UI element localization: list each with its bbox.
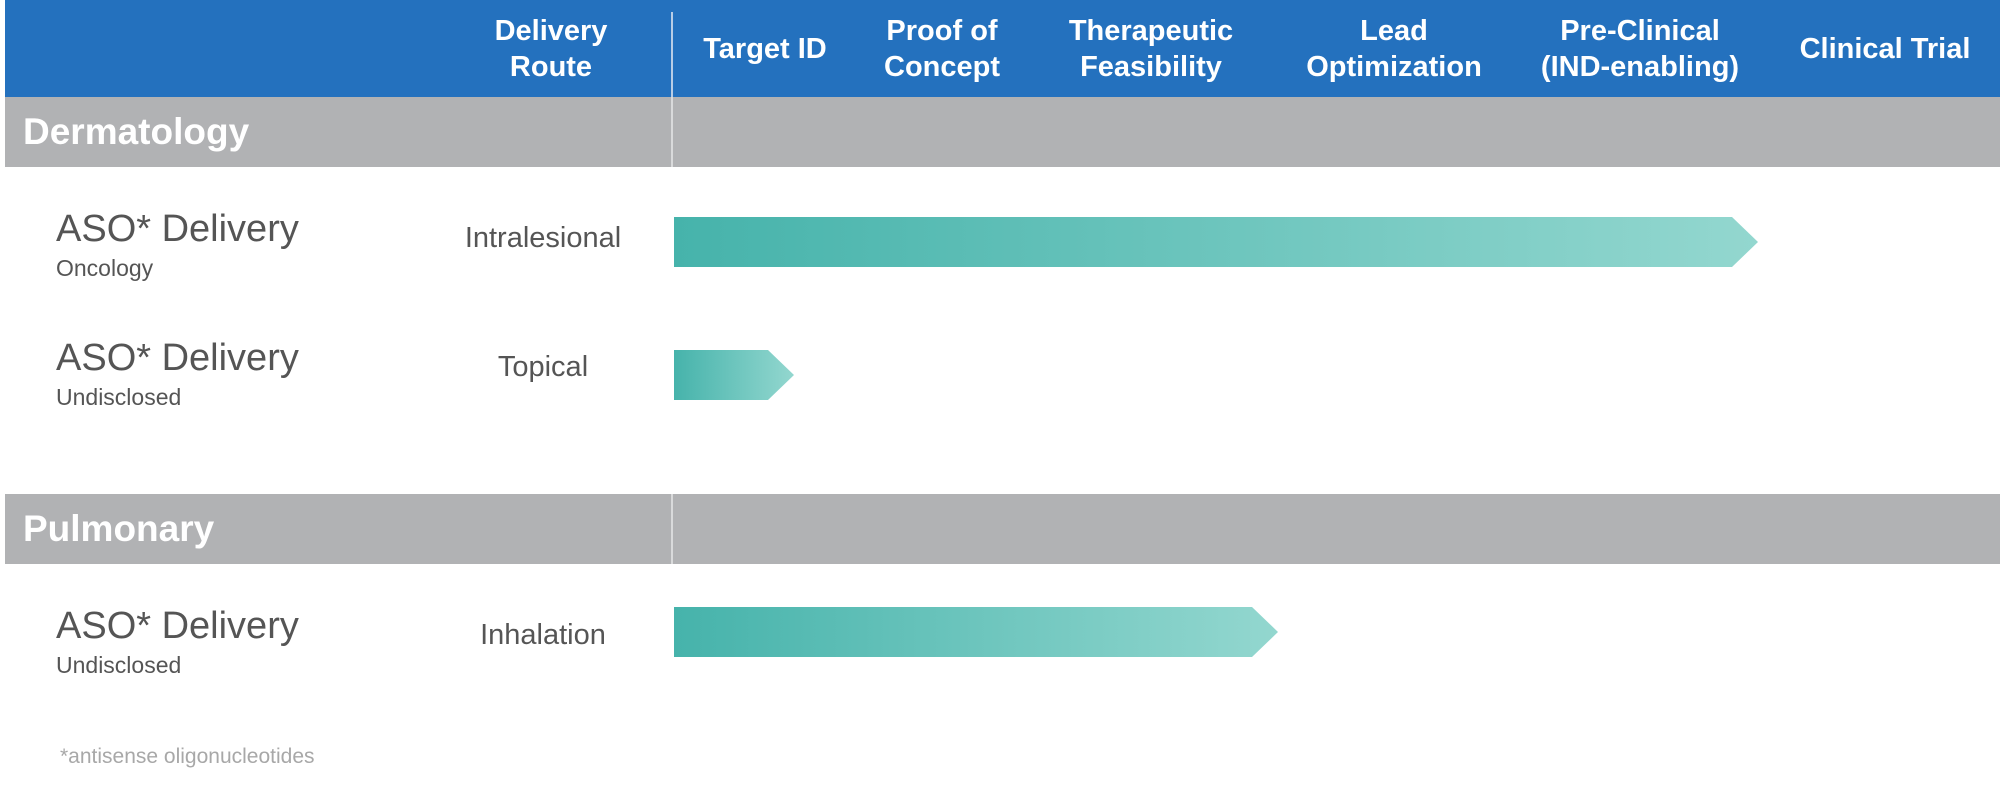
delivery-route: Inhalation [480,619,606,651]
progress-arrow [674,607,1278,657]
program-name: ASO* Delivery [56,337,299,379]
column-pre-clinical: Pre-Clinical (IND-enabling) [1540,14,1740,83]
section-band-dermatology: Dermatology [5,97,2000,167]
pipeline-header [5,0,2000,97]
progress-arrow [674,217,1758,267]
column-proof-of-concept: Proof of Concept [884,14,1000,83]
program-indication: Undisclosed [56,652,182,678]
program-name: ASO* Delivery [56,208,299,250]
progress-arrow [674,350,794,400]
section-title: Dermatology [23,111,250,152]
section-band-pulmonary: Pulmonary [5,494,2000,564]
program-indication: Oncology [56,255,154,281]
header-divider [671,12,673,97]
column-clinical-trial: Clinical Trial [1799,32,1971,65]
column-lead-optimization: Lead Optimization [1306,14,1482,83]
program-name: ASO* Delivery [56,605,299,647]
column-delivery-route: Delivery Route [494,14,608,83]
column-therapeutic-feasibility: Therapeutic Feasibility [1068,14,1234,83]
band-divider [671,97,673,167]
band-divider [671,494,673,564]
section-title: Pulmonary [23,508,215,549]
column-target-id: Target ID [703,32,827,65]
delivery-route: Topical [497,351,589,383]
delivery-route: Intralesional [464,222,622,254]
footnote: *antisense oligonucleotides [60,745,315,768]
program-indication: Undisclosed [56,384,182,410]
